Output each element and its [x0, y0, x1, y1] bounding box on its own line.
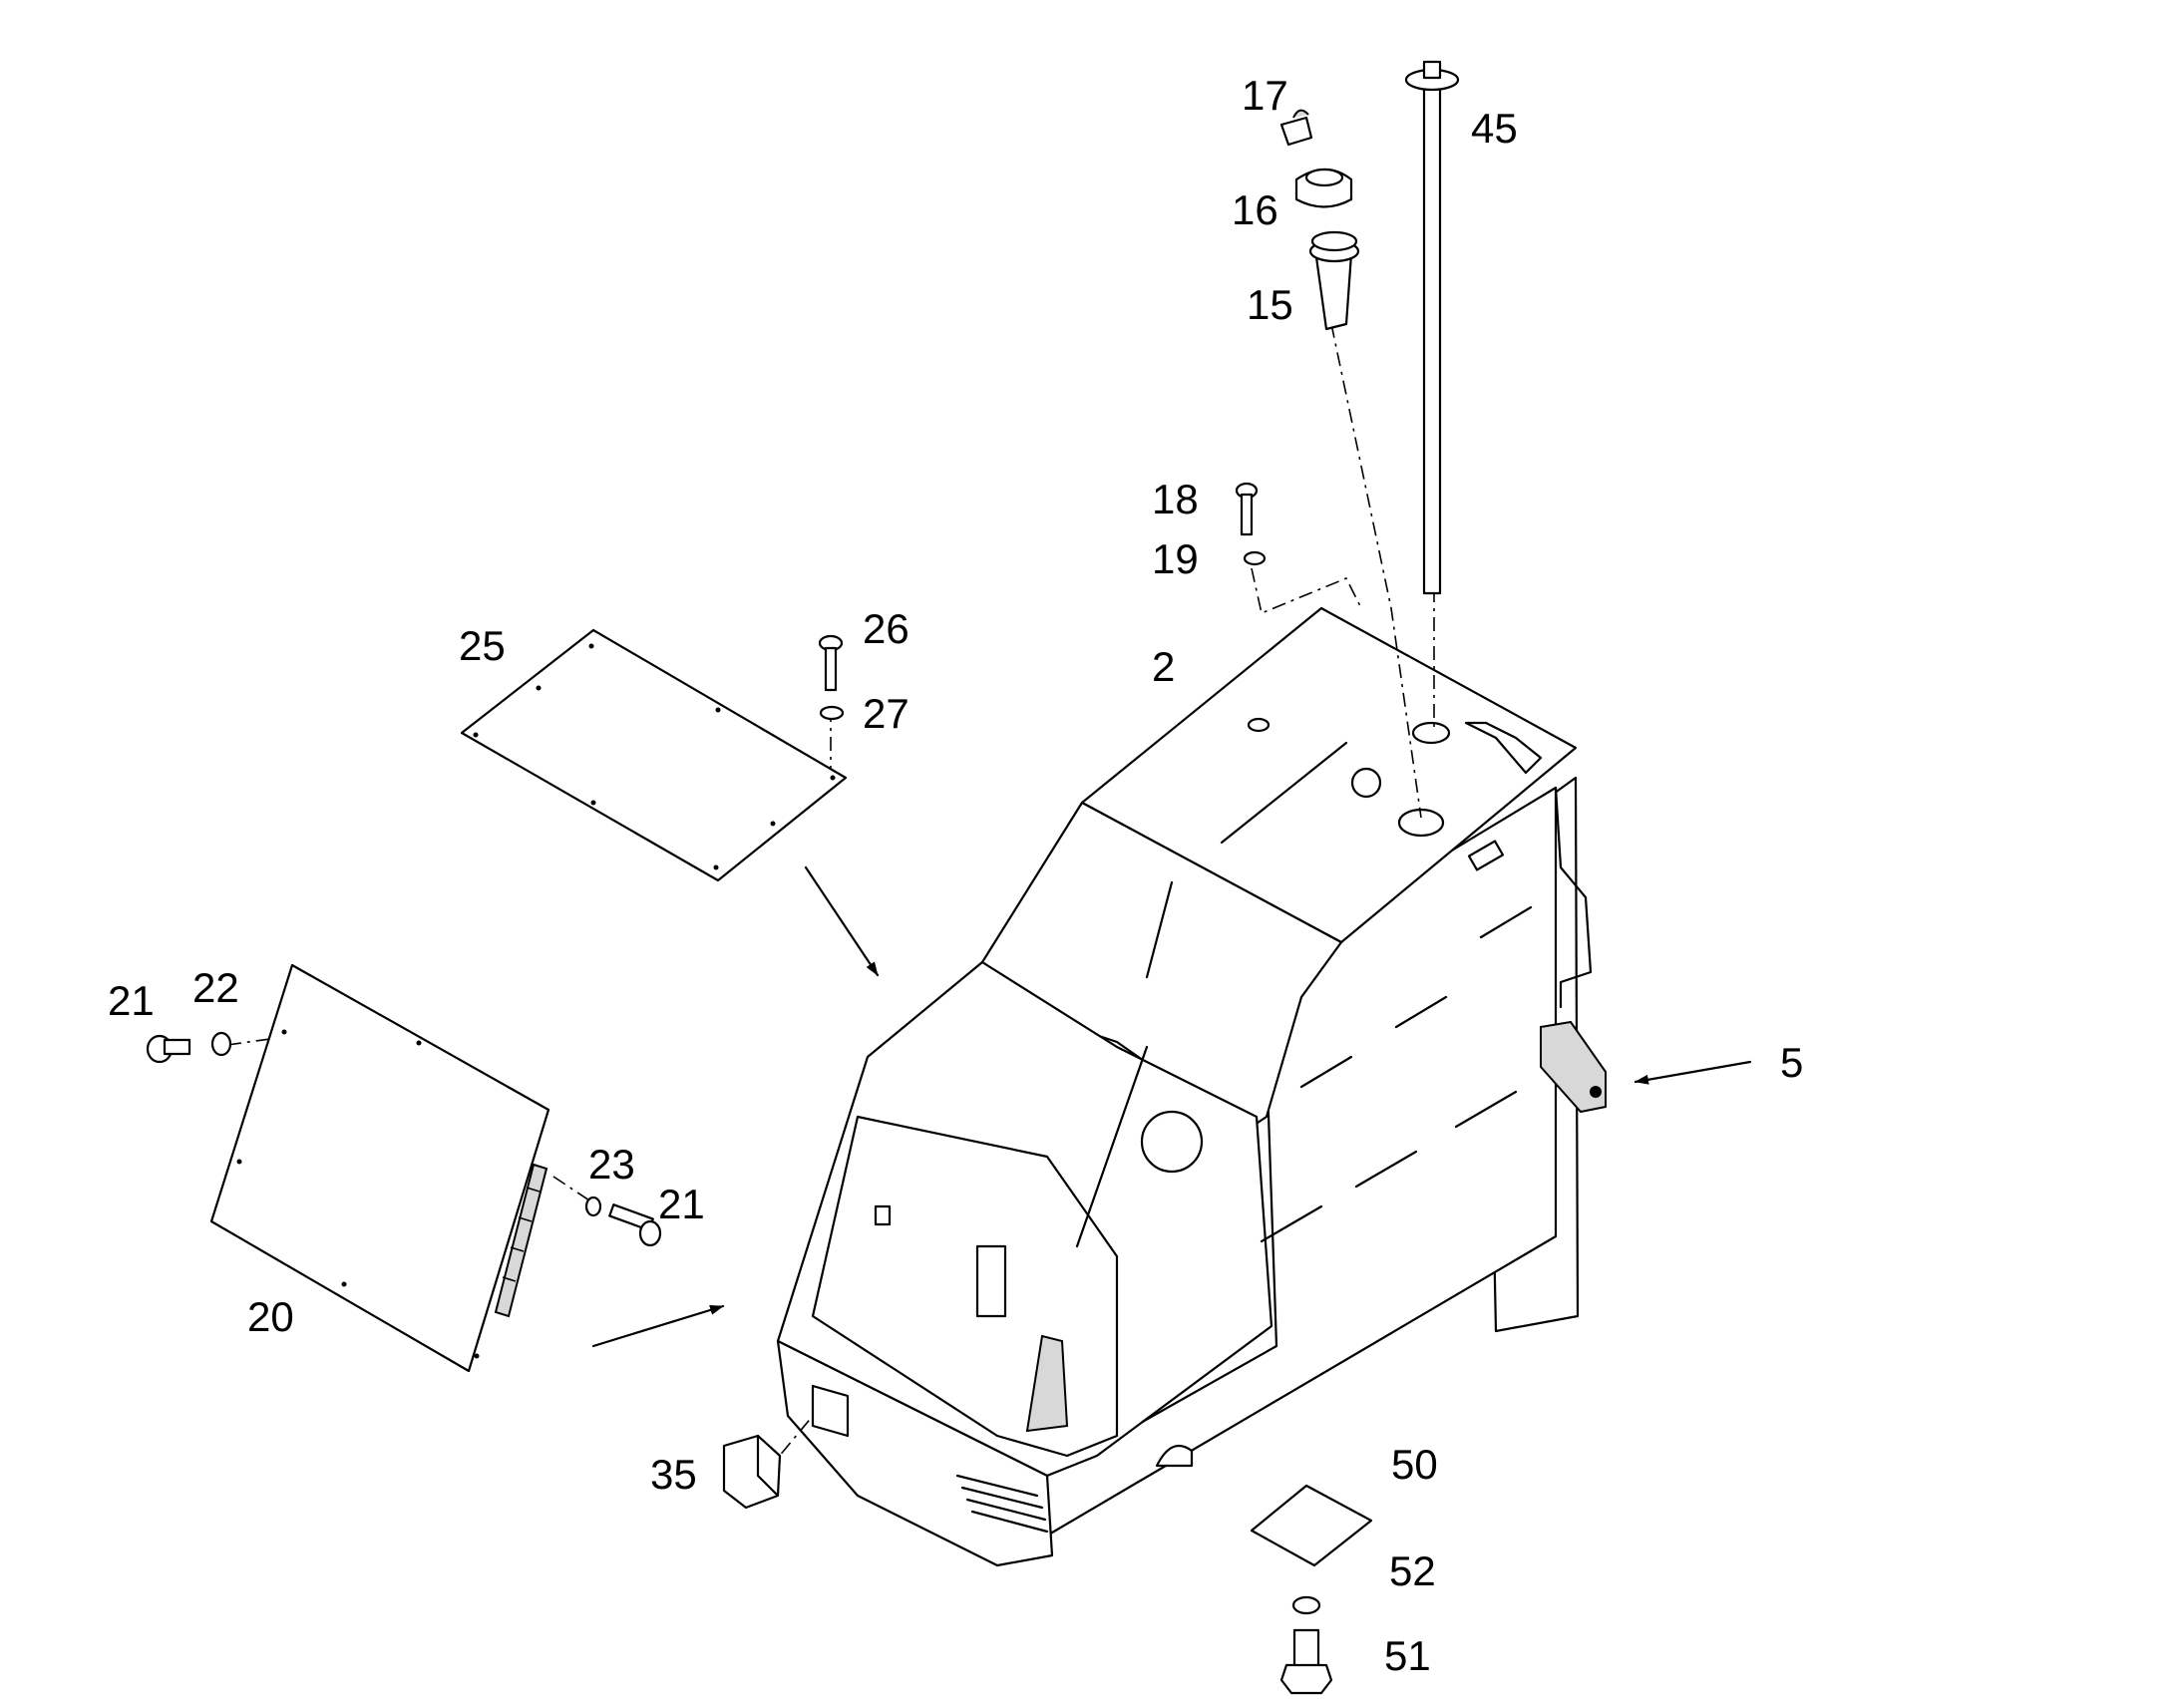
bolt-18: [1235, 482, 1259, 536]
label-part-18: 18: [1152, 476, 1199, 522]
label-part-35: 35: [650, 1451, 697, 1498]
filler-neck: [1308, 230, 1360, 331]
bolt-21-left: [146, 1034, 191, 1064]
label-part-15: 15: [1247, 281, 1293, 328]
label-part-20: 20: [247, 1293, 294, 1340]
label-part-50: 50: [1391, 1441, 1438, 1488]
side-door-20: [209, 963, 550, 1373]
main-housing: [776, 606, 1607, 1567]
washer-52: [1291, 1595, 1321, 1615]
direction-arrows: [591, 865, 1752, 1348]
rubber-bumper-35: [722, 1434, 782, 1510]
label-part-21-left: 21: [108, 977, 155, 1024]
louvre-vents: [955, 1474, 1049, 1534]
label-part-22: 22: [192, 964, 239, 1011]
label-part-16: 16: [1232, 186, 1278, 233]
label-part-21-right: 21: [658, 1181, 705, 1227]
label-part-25: 25: [459, 622, 506, 669]
side-slots: [1075, 741, 1533, 1248]
label-part-17: 17: [1242, 72, 1288, 119]
part-labels: 2 5 15 16 17 18 19 20 21 21 22 23 25 26 …: [108, 72, 1803, 1679]
washer-27: [819, 705, 845, 721]
bolt-51: [1279, 1628, 1333, 1695]
label-part-51: 51: [1384, 1632, 1431, 1679]
label-part-26: 26: [863, 605, 909, 652]
label-part-19: 19: [1152, 535, 1199, 582]
label-part-23: 23: [588, 1141, 635, 1188]
label-part-45: 45: [1471, 105, 1518, 152]
cap-key: [1279, 109, 1313, 147]
washer-22: [210, 1031, 232, 1057]
cover-plate-25: [460, 628, 848, 882]
label-part-27: 27: [863, 690, 909, 737]
filler-cap: [1294, 168, 1353, 208]
assembly-leader-lines: [226, 323, 1435, 1477]
washer-19: [1243, 550, 1267, 566]
fuel-sender-rod: [1404, 60, 1460, 595]
label-part-52: 52: [1389, 1547, 1436, 1594]
label-part-2: 2: [1152, 643, 1175, 690]
access-plate-50: [1250, 1484, 1373, 1567]
washer-23: [584, 1196, 602, 1217]
bolt-21-right: [608, 1203, 662, 1247]
label-part-5: 5: [1780, 1039, 1803, 1086]
bolt-26: [818, 634, 844, 692]
